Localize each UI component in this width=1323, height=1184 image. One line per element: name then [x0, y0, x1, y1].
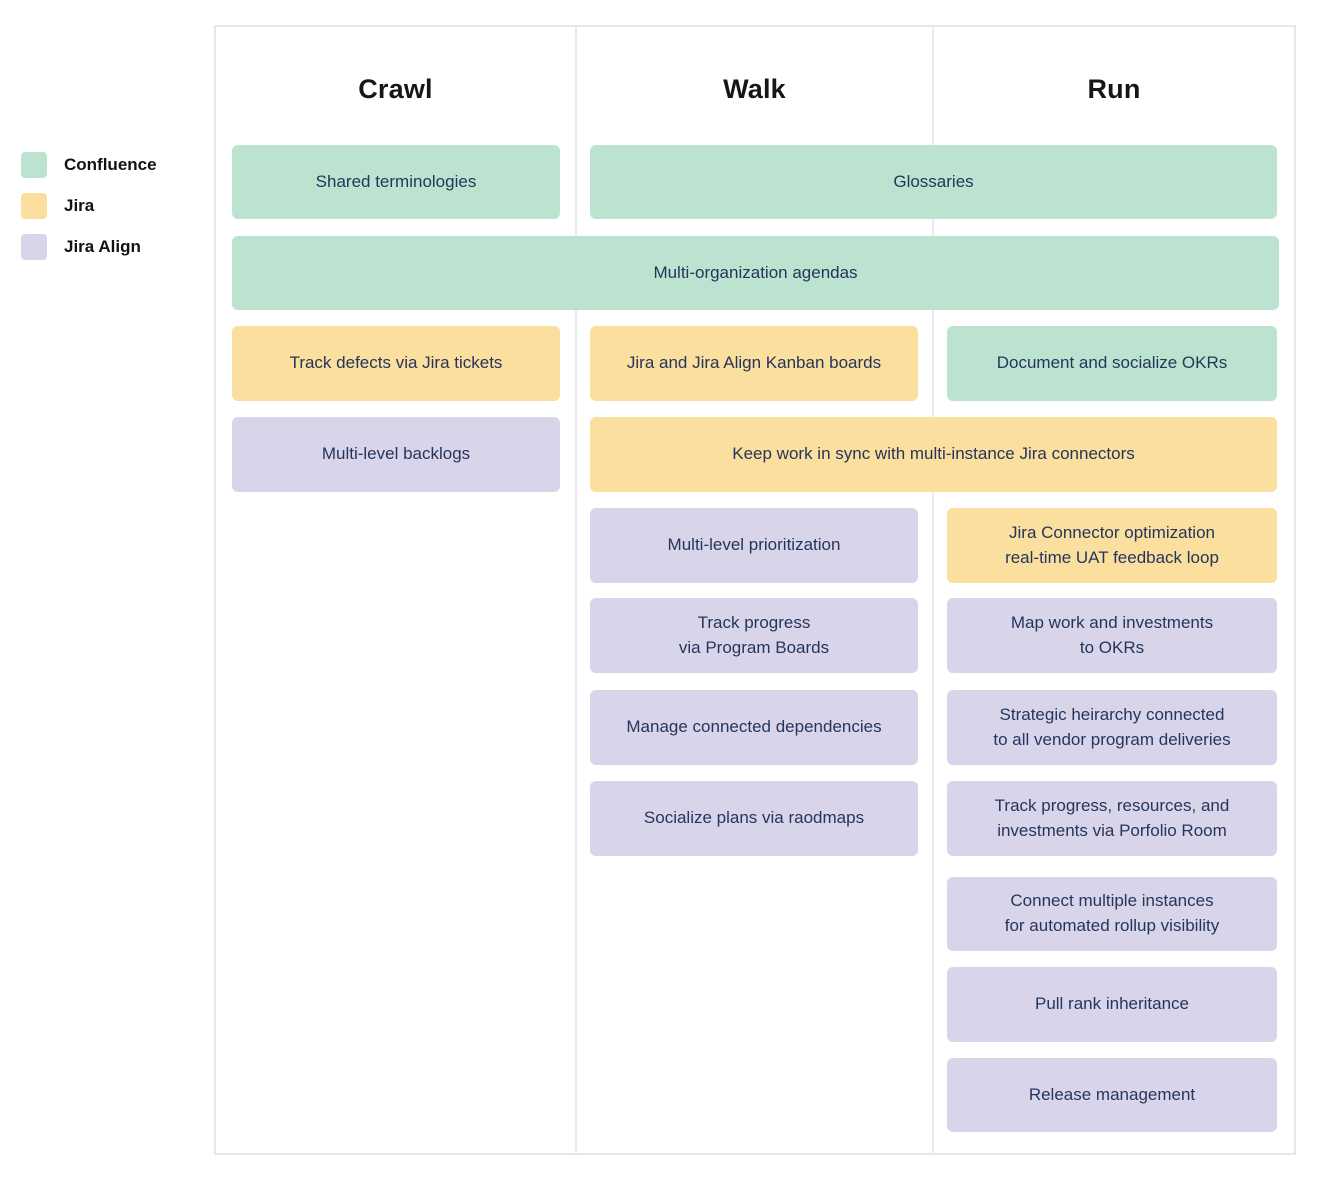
- box-glossaries: Glossaries: [590, 145, 1277, 219]
- box-jira-connector-optimization: Jira Connector optimization real-time UA…: [947, 508, 1277, 583]
- column-header-crawl: Crawl: [358, 74, 433, 104]
- maturity-matrix: Crawl Walk Run Shared terminologies Glos…: [214, 25, 1296, 1155]
- legend-label-jira-align: Jira Align: [64, 237, 141, 256]
- box-document-socialize-okrs: Document and socialize OKRs: [947, 326, 1277, 401]
- box-map-work-investments-okrs: Map work and investments to OKRs: [947, 598, 1277, 673]
- box-shared-terminologies: Shared terminologies: [232, 145, 560, 219]
- box-multi-organization-agendas: Multi-organization agendas: [232, 236, 1279, 310]
- box-strategic-hierarchy-vendor-deliveries: Strategic heirarchy connected to all ven…: [947, 690, 1277, 765]
- jira-align-color-swatch: [21, 234, 47, 260]
- box-pull-rank-inheritance: Pull rank inheritance: [947, 967, 1277, 1042]
- column-header-walk: Walk: [723, 74, 786, 104]
- box-socialize-plans-roadmaps: Socialize plans via raodmaps: [590, 781, 918, 856]
- box-track-progress-portfolio-room: Track progress, resources, and investmen…: [947, 781, 1277, 856]
- column-header-run: Run: [1087, 74, 1141, 104]
- legend-item-confluence: Confluence: [21, 152, 157, 178]
- box-jira-align-kanban-boards: Jira and Jira Align Kanban boards: [590, 326, 918, 401]
- jira-color-swatch: [21, 193, 47, 219]
- legend-item-jira: Jira: [21, 193, 157, 219]
- legend-label-confluence: Confluence: [64, 155, 157, 174]
- box-release-management: Release management: [947, 1058, 1277, 1132]
- confluence-color-swatch: [21, 152, 47, 178]
- box-multi-level-backlogs: Multi-level backlogs: [232, 417, 560, 492]
- column-divider-walk-run: [932, 27, 934, 1153]
- column-divider-crawl-walk: [575, 27, 577, 1153]
- legend-item-jira-align: Jira Align: [21, 234, 157, 260]
- box-manage-connected-dependencies: Manage connected dependencies: [590, 690, 918, 765]
- box-keep-work-in-sync-connectors: Keep work in sync with multi-instance Ji…: [590, 417, 1277, 492]
- box-multi-level-prioritization: Multi-level prioritization: [590, 508, 918, 583]
- box-connect-multiple-instances: Connect multiple instances for automated…: [947, 877, 1277, 951]
- legend-label-jira: Jira: [64, 196, 95, 215]
- box-track-progress-program-boards: Track progress via Program Boards: [590, 598, 918, 673]
- box-track-defects-jira-tickets: Track defects via Jira tickets: [232, 326, 560, 401]
- legend: Confluence Jira Jira Align: [21, 152, 157, 275]
